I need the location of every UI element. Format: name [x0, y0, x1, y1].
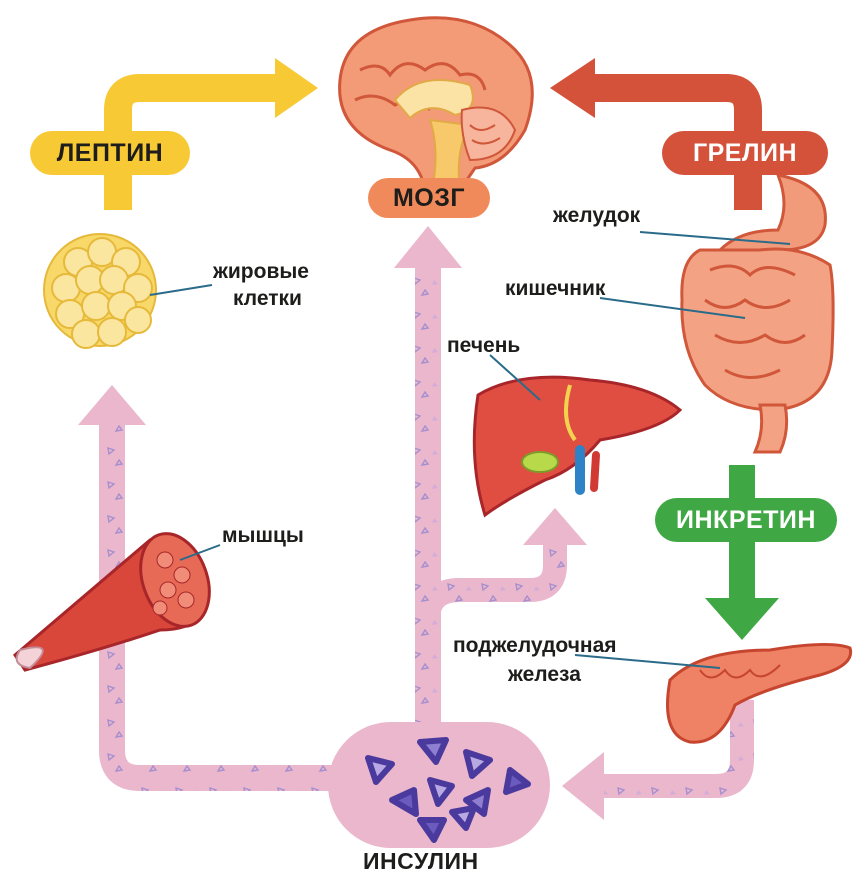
liver-pointer	[489, 354, 541, 401]
ghrelin-arrow	[550, 58, 762, 210]
incretin-arrow	[705, 465, 779, 640]
incretin-label: ИНКРЕТИН	[655, 498, 837, 542]
fat-cells-pointer	[149, 284, 213, 296]
insulin-arrow-head-liver	[523, 508, 587, 545]
muscle-pointer	[179, 544, 221, 561]
pancreas-label-line2: железа	[508, 663, 581, 686]
leptin-arrow	[104, 58, 318, 210]
intestine-pointer	[599, 297, 746, 319]
pancreas-label-line1: поджелудочная	[453, 634, 617, 657]
intestine	[680, 247, 835, 454]
stomach-label: желудок	[553, 204, 641, 227]
brain-label: МОЗГ	[368, 178, 490, 218]
insulin-arrow-head-brain	[394, 226, 462, 268]
fat-cells-label-line2: клетки	[233, 287, 302, 310]
stomach-pointer	[639, 231, 791, 245]
muscles-label: мышцы	[222, 524, 304, 547]
pancreas	[666, 642, 853, 744]
insulin-label: ИНСУЛИН	[363, 848, 479, 874]
ghrelin-label: ГРЕЛИН	[662, 131, 828, 175]
fat-cells-label-line1: жировые	[213, 260, 309, 283]
brain	[338, 16, 534, 192]
muscle	[13, 532, 211, 672]
insulin-arrow-head-blob	[562, 752, 604, 820]
liver	[472, 375, 683, 518]
insulin-arrow-head-fat	[78, 385, 146, 425]
pancreas-pointer	[574, 654, 721, 669]
intestine-label: кишечник	[505, 277, 606, 300]
insulin-pathways	[78, 226, 754, 848]
liver-label: печень	[447, 334, 521, 357]
leptin-label: ЛЕПТИН	[30, 131, 190, 175]
insulin-molecules	[365, 737, 531, 843]
fat-cells	[43, 233, 157, 349]
